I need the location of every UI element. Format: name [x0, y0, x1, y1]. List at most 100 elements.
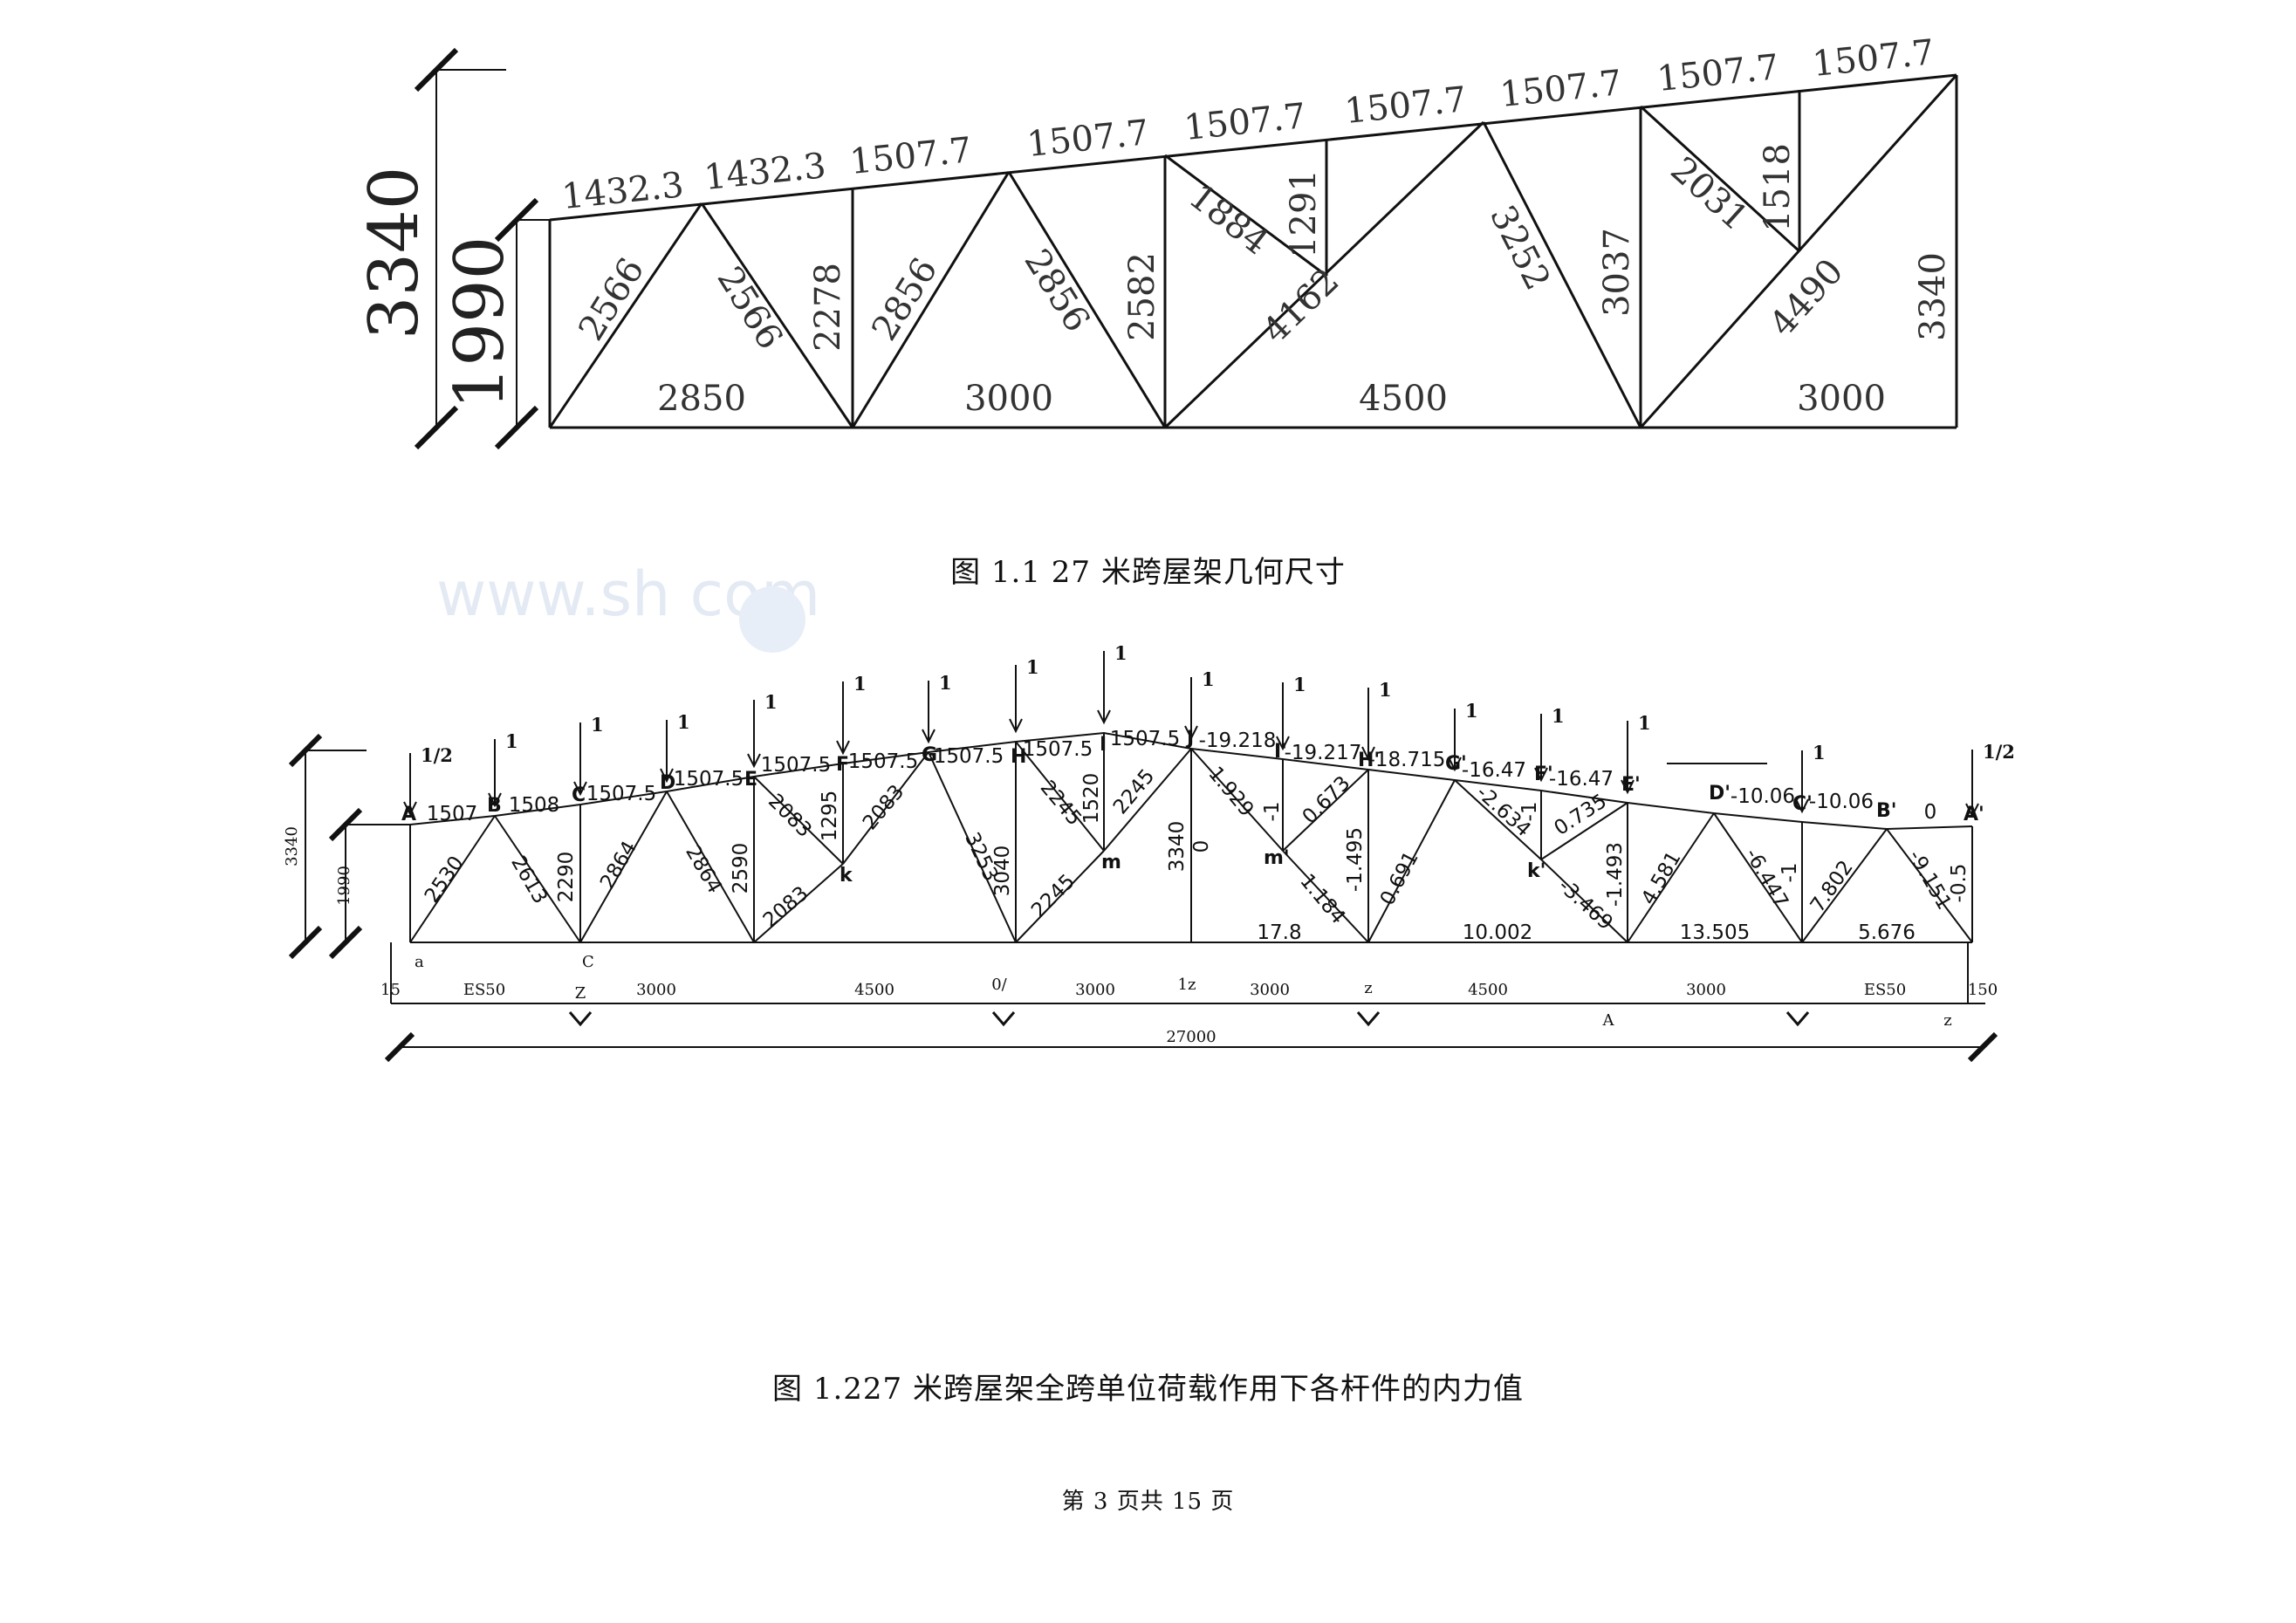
f2-top-force-2: 1508 — [509, 794, 560, 817]
f2-web-force-35: -0.5 — [1948, 864, 1970, 903]
f1-bottom-1: 2850 — [657, 379, 746, 419]
f2-top-force-8: 1507.5 — [1023, 738, 1093, 761]
load-label: 1 — [677, 711, 690, 733]
f1-top-3: 1507.7 — [848, 130, 974, 182]
load-label: 1 — [1813, 742, 1826, 764]
load-label: 1/2 — [1983, 741, 2015, 763]
figure1-truss — [414, 47, 1958, 450]
load-label: 1 — [1638, 712, 1651, 734]
load-label: 1 — [853, 673, 867, 695]
arrow-down-icon — [1009, 718, 1023, 734]
f2-web-force-21: 0.673 — [1299, 772, 1355, 829]
f2-top-force-1: 1507 — [427, 803, 478, 825]
node-a: a — [415, 953, 424, 971]
f1-web-9: 4162 — [1255, 261, 1347, 352]
f2-web-force-24: 0.691 — [1376, 848, 1423, 909]
arrow-down-icon — [488, 792, 502, 808]
arrow-down-icon — [660, 768, 674, 784]
f2-top-force-11: -19.217 — [1285, 742, 1362, 764]
f1-top-2: 1432.3 — [703, 146, 828, 198]
load-label: 1 — [1026, 656, 1039, 678]
f1-bottom-3: 4500 — [1359, 379, 1448, 419]
f1-web-14: 4490 — [1762, 251, 1851, 344]
f2-web-force-2: 2613 — [506, 853, 552, 908]
arrow-down-icon — [1097, 709, 1111, 725]
top-chord — [549, 73, 1957, 222]
f2-top-force-14: -16.47 — [1549, 768, 1614, 791]
check-mark-icon — [1785, 1011, 1810, 1027]
arrow-down-icon — [1448, 757, 1462, 772]
f2-bottom-force-1: 17.8 — [1257, 921, 1301, 944]
f2-web-force-7: 2083 — [764, 790, 816, 842]
f1-web-3: 2278 — [808, 263, 848, 352]
dim-150: 150 — [1968, 981, 1998, 999]
f2-top-force-6: 1507.5 — [848, 750, 918, 773]
f2-top-force-9: 1507.5 — [1110, 728, 1180, 750]
load-label: 1 — [1552, 705, 1565, 727]
f2-height-1990: 1990 — [335, 866, 353, 906]
figure2-caption: 图 1.227 米跨屋架全跨单位荷载作用下各杆件的内力值 — [772, 1372, 1524, 1407]
f1-height-3340: 3340 — [355, 167, 434, 340]
f2-support-check-marks — [568, 1011, 1810, 1027]
node-m-prime: m' — [1264, 847, 1290, 869]
f2-top-force-16: -10.06 — [1809, 791, 1874, 813]
arrow-down-icon — [1621, 779, 1635, 795]
arrow-down-icon — [836, 740, 850, 756]
node-E-prime: E' — [1621, 774, 1641, 796]
f1-top-1: 1432.3 — [560, 165, 686, 217]
f2-top-force-5: 1507.5 — [761, 754, 831, 777]
f2-web-force-10: 2083 — [759, 882, 813, 933]
f2-top-force-12: -18.715 — [1368, 749, 1446, 771]
dim-3000-2: 3000 — [1075, 981, 1115, 999]
dim-mark-5: A — [1602, 1011, 1615, 1030]
f1-web-5: 2856 — [1017, 243, 1098, 339]
f1-web-4: 2856 — [864, 251, 945, 348]
f1-web-8: 1291 — [1284, 169, 1324, 258]
f2-top-force-13: -16.47 — [1462, 759, 1526, 782]
f2-top-force-7: 1507.5 — [934, 745, 1004, 768]
f2-web-force-15: 2245 — [1109, 765, 1160, 819]
f2-web-force-5: 2864 — [681, 842, 726, 898]
arrow-down-icon — [1361, 746, 1375, 762]
dim-mark-6: z — [1943, 1011, 1951, 1030]
f2-web-force-13: 2245 — [1036, 777, 1086, 831]
dim-4500-1: 4500 — [854, 981, 894, 999]
load-label: 1/2 — [421, 744, 453, 766]
node-A-prime: A' — [1964, 804, 1984, 825]
node-G-prime: G' — [1445, 753, 1467, 775]
f1-top-7: 1507.7 — [1498, 63, 1624, 115]
node-D: D — [660, 772, 675, 794]
node-B-prime: B' — [1876, 800, 1897, 822]
node-C-prime: C' — [1792, 793, 1813, 815]
f2-bottom-force-2: 10.002 — [1463, 921, 1532, 944]
f2-top-force-15: -10.06 — [1731, 785, 1795, 808]
load-label: 1 — [1114, 642, 1127, 664]
f2-web-force-32: -1 — [1779, 863, 1801, 883]
figure1-caption: 图 1.1 27 米跨屋架几何尺寸 — [950, 555, 1346, 590]
f2-web-force-6: 2590 — [730, 843, 752, 894]
dim-4500-2: 4500 — [1468, 981, 1508, 999]
f2-web-force-3: 2290 — [555, 852, 578, 903]
dim-mark-1: Z — [575, 984, 586, 1003]
load-label: 1 — [1379, 679, 1392, 701]
f1-web-10: 3252 — [1482, 199, 1558, 297]
dim-3000-3: 3000 — [1250, 981, 1290, 999]
node-B: B — [487, 795, 502, 817]
f2-top-force-3: 1507.5 — [586, 783, 656, 805]
f2-height-3340: 3340 — [283, 826, 301, 866]
f1-top-4: 1507.7 — [1025, 113, 1151, 165]
load-label: 1 — [764, 691, 778, 713]
f2-web-force-17: 3340 — [1166, 821, 1189, 873]
f2-web-force-20: -1 — [1261, 802, 1284, 822]
f2-top-force-17: 0 — [1924, 801, 1937, 824]
f1-web-1: 2566 — [571, 251, 652, 348]
f1-top-9: 1507.7 — [1811, 32, 1936, 85]
node-G: G — [922, 744, 937, 766]
arrow-down-icon — [573, 781, 587, 797]
f1-top-8: 1507.7 — [1655, 47, 1781, 99]
f2-web-force-19: 1.929 — [1203, 763, 1258, 821]
load-label: 1 — [1202, 668, 1215, 690]
f2-web-force-22: 1.184 — [1295, 870, 1349, 928]
dim-mark-3: 1z — [1178, 976, 1196, 994]
